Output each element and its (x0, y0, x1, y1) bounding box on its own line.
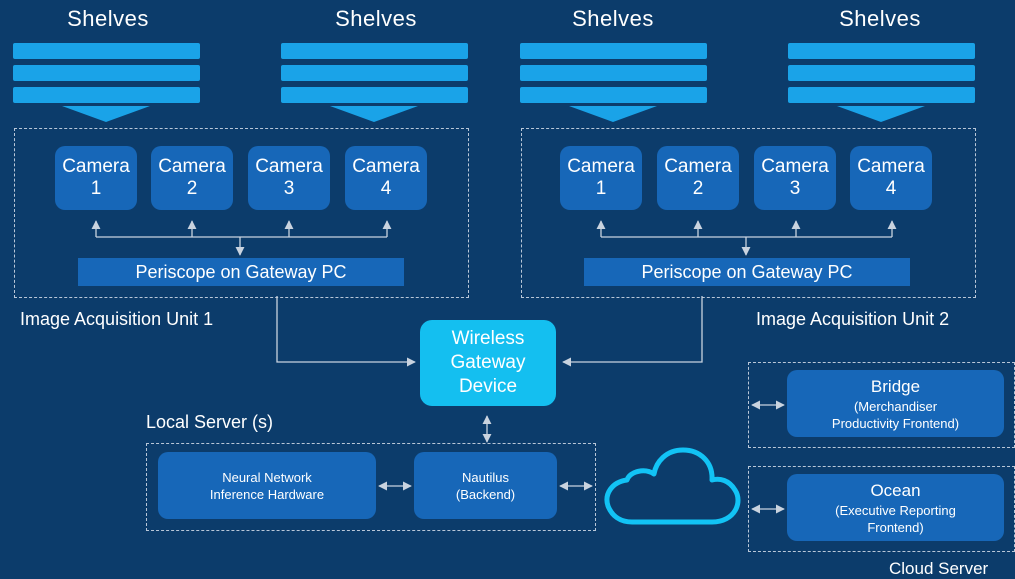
bridge-title: Bridge (870, 376, 921, 396)
unit2-periscope: Periscope on Gateway PC (584, 258, 910, 286)
ocean-frontend: Ocean (Executive Reporting Frontend) (787, 474, 1004, 541)
camera-number: 4 (380, 178, 392, 199)
nn-line-2: Inference Hardware (209, 486, 325, 502)
ocean-line-1: (Executive Reporting (835, 502, 956, 518)
gateway-line-1: Wireless (451, 328, 525, 349)
unit1-container (14, 128, 469, 298)
camera-number: 3 (789, 178, 801, 199)
bridge-line-2: Productivity Frontend) (831, 415, 960, 431)
unit1-camera-1: Camera 1 (55, 146, 137, 210)
unit2-camera-4: Camera 4 (850, 146, 932, 210)
shelves-title-3: Shelves (572, 6, 654, 31)
unit1-camera-3: Camera 3 (248, 146, 330, 210)
unit2-camera-2: Camera 2 (657, 146, 739, 210)
shelves-title-2: Shelves (335, 6, 417, 31)
unit1-camera-4: Camera 4 (345, 146, 427, 210)
camera-number: 1 (595, 178, 607, 199)
gateway-line-3: Device (458, 376, 518, 397)
unit1-camera-2: Camera 2 (151, 146, 233, 210)
ocean-title: Ocean (870, 480, 921, 500)
unit2-camera-1: Camera 1 (560, 146, 642, 210)
neural-network-hardware: Neural Network Inference Hardware (158, 452, 376, 519)
nautilus-line-1: Nautilus (462, 469, 509, 485)
bridge-frontend: Bridge (Merchandiser Productivity Fronte… (787, 370, 1004, 437)
camera-number: 2 (186, 178, 198, 199)
local-server-container (146, 443, 596, 531)
camera-number: 4 (885, 178, 897, 199)
unit2-camera-3: Camera 3 (754, 146, 836, 210)
nn-line-1: Neural Network (222, 469, 312, 485)
nautilus-backend: Nautilus (Backend) (414, 452, 557, 519)
camera-label: Camera (62, 156, 130, 177)
wireless-gateway-device: Wireless Gateway Device (420, 320, 556, 406)
unit1-periscope: Periscope on Gateway PC (78, 258, 404, 286)
camera-label: Camera (857, 156, 925, 177)
camera-label: Camera (664, 156, 732, 177)
gateway-line-2: Gateway (450, 352, 526, 373)
camera-label: Camera (255, 156, 323, 177)
unit1-label: Image Acquisition Unit 1 (20, 309, 214, 329)
camera-label: Camera (158, 156, 226, 177)
bridge-line-1: (Merchandiser (853, 398, 938, 414)
camera-label: Camera (567, 156, 635, 177)
camera-number: 2 (692, 178, 704, 199)
unit2-label: Image Acquisition Unit 2 (756, 309, 950, 329)
camera-label: Camera (352, 156, 420, 177)
ocean-line-2: Frontend) (867, 519, 924, 535)
nautilus-line-2: (Backend) (455, 486, 516, 502)
camera-number: 1 (90, 178, 102, 199)
camera-number: 3 (283, 178, 295, 199)
unit2-container (521, 128, 976, 298)
cloud-server-label: Cloud Server (889, 559, 989, 578)
shelves-title-1: Shelves (67, 6, 149, 31)
camera-label: Camera (761, 156, 829, 177)
cloud-icon (604, 447, 741, 525)
shelves-title-4: Shelves (839, 6, 921, 31)
local-server-label: Local Server (s) (146, 412, 274, 432)
